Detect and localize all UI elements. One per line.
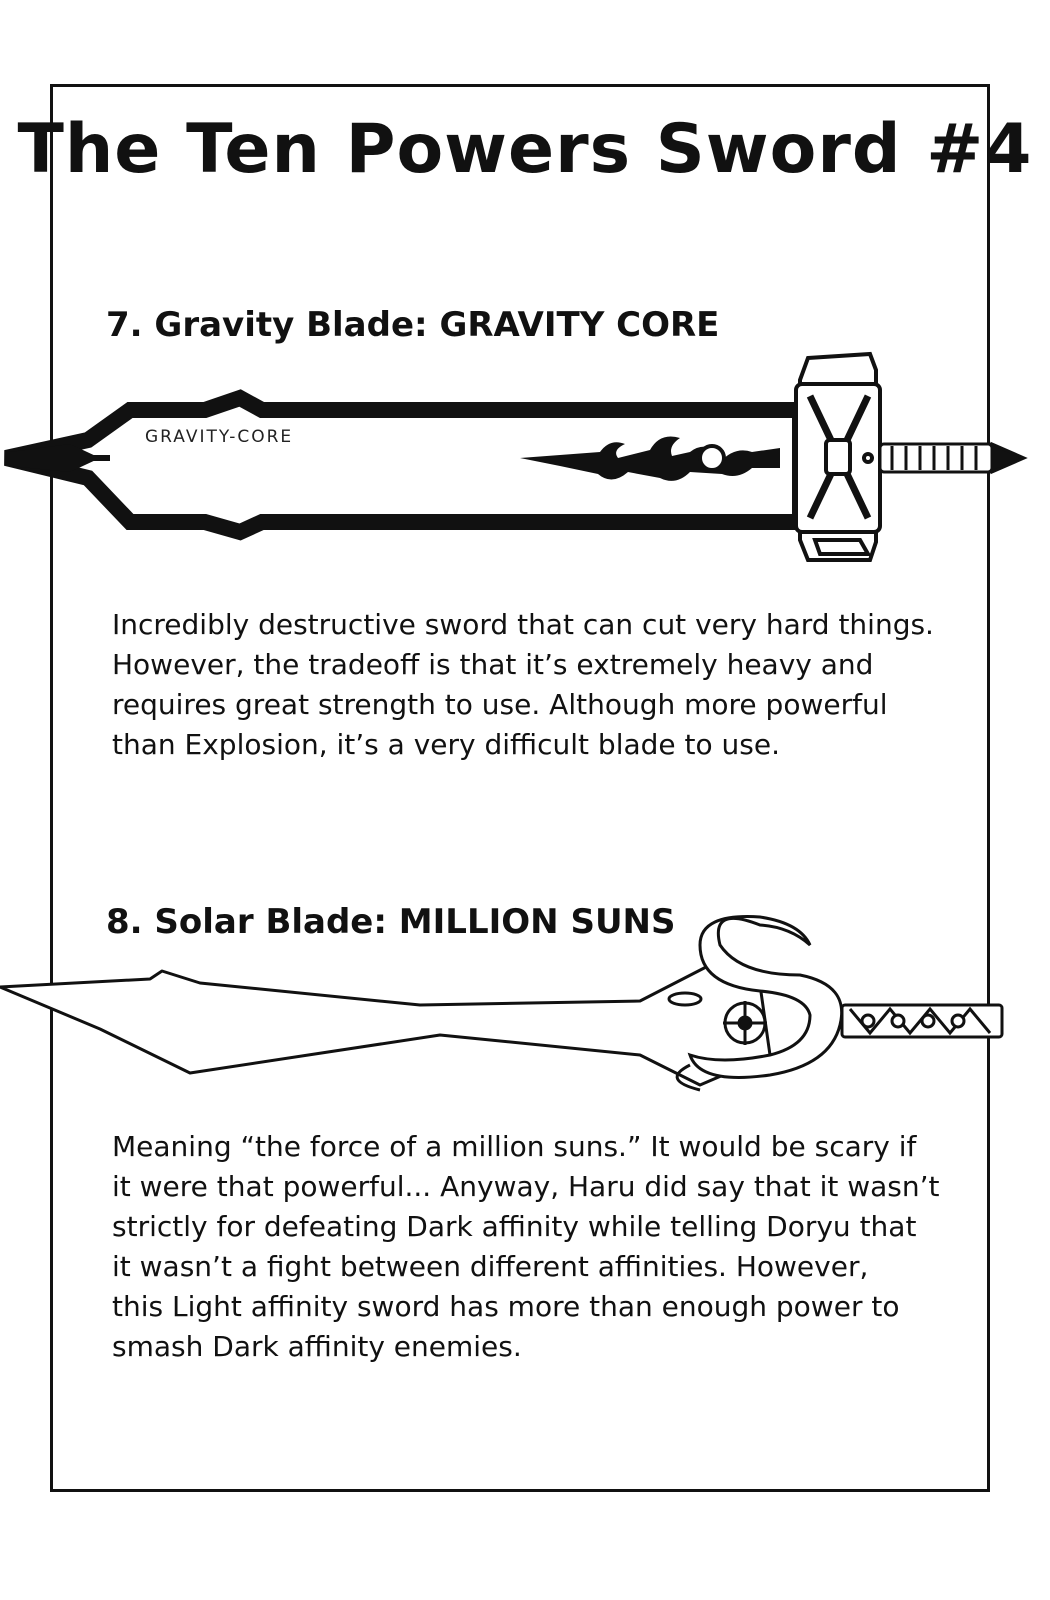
swirl-guard-icon: [667, 915, 844, 1092]
description-line: this Light affinity sword has more than …: [112, 1290, 900, 1323]
gravity-blade-description: Incredibly destructive sword that can cu…: [112, 605, 962, 765]
flame-emblem-icon: [520, 436, 780, 481]
description-line: it were that powerful... Anyway, Haru di…: [112, 1170, 940, 1203]
sword-guard-icon: [794, 351, 882, 562]
description-line: requires great strength to use. Although…: [112, 688, 888, 721]
description-line: than Explosion, it’s a very difficult bl…: [112, 728, 781, 761]
description-line: Incredibly destructive sword that can cu…: [112, 608, 934, 641]
section-heading-gravity-blade: 7. Gravity Blade: GRAVITY CORE: [106, 305, 720, 345]
gravity-core-sword-illustration: GRAVITY-CORE: [4, 351, 1028, 562]
description-line: Meaning “the force of a million suns.” I…: [112, 1130, 917, 1163]
description-line: smash Dark affinity enemies.: [112, 1330, 522, 1363]
description-line: However, the tradeoff is that it’s extre…: [112, 648, 874, 681]
page-border: [50, 84, 990, 1492]
million-suns-sword-illustration: [0, 915, 1004, 1092]
solar-blade-description: Meaning “the force of a million suns.” I…: [112, 1127, 962, 1367]
description-line: strictly for defeating Dark affinity whi…: [112, 1210, 917, 1243]
blade-engraving: GRAVITY-CORE: [145, 427, 293, 447]
description-line: it wasn’t a fight between different affi…: [112, 1250, 869, 1283]
section-heading-solar-blade: 8. Solar Blade: MILLION SUNS: [106, 902, 676, 942]
page-title: The Ten Powers Sword #4: [17, 110, 1033, 189]
sword-handle-icon: [878, 441, 1028, 475]
sword-handle-icon: [840, 1003, 1004, 1039]
